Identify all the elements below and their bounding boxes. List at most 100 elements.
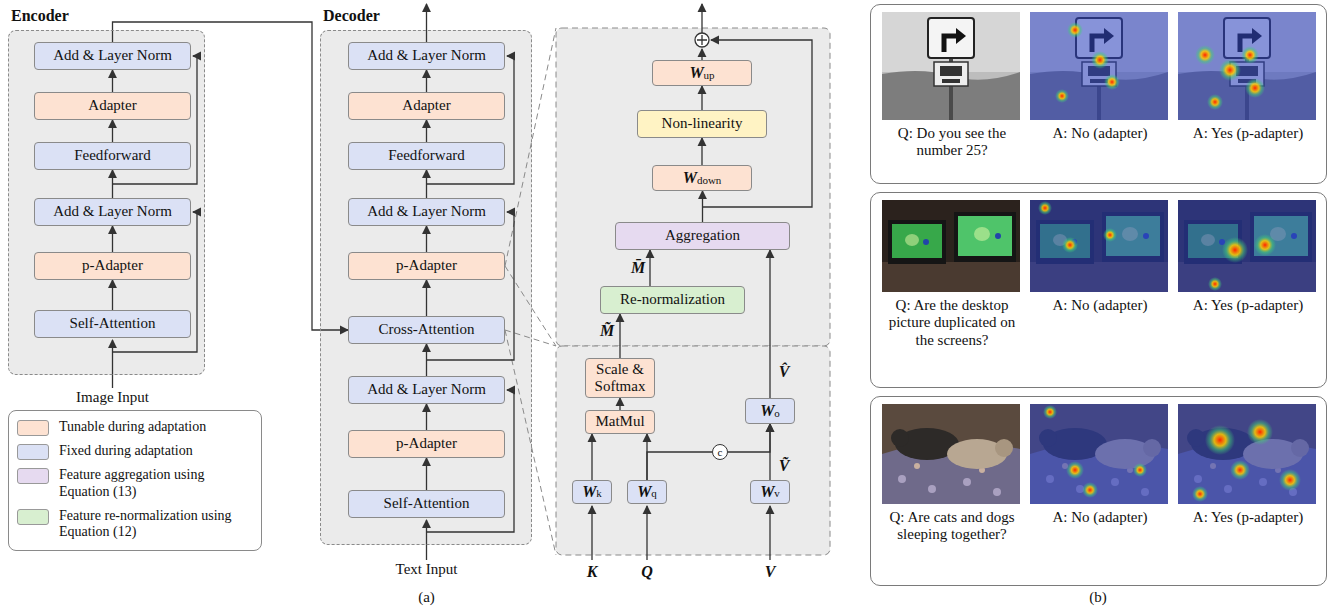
- caption-row: Q: Do you see the number 25?A: No (adapt…: [882, 125, 1318, 160]
- layer-box: Adapter: [34, 92, 191, 120]
- connector: [112, 170, 113, 198]
- connector: [426, 344, 427, 376]
- layer-label: Re-normalization: [620, 291, 725, 308]
- label-anchor: M̃: [600, 322, 614, 340]
- attention-blob: [1103, 228, 1117, 242]
- figure-label: Text Input: [396, 561, 458, 578]
- layer-box: Self-Attention: [348, 490, 505, 518]
- layer-box: Add & Layer Norm: [34, 42, 191, 70]
- layer-box: Aggregation: [615, 222, 790, 250]
- attention-overlay: [1178, 12, 1316, 120]
- layer-label: Self-Attention: [384, 495, 470, 512]
- weight-subscript: down: [697, 174, 721, 187]
- attention-blob: [1222, 237, 1248, 263]
- layer-label: Adapter: [402, 97, 450, 114]
- layer-label: Scale & Softmax: [586, 361, 654, 396]
- weight-symbol: W: [683, 169, 697, 187]
- legend-swatch: [17, 509, 49, 525]
- attention-blob: [1195, 45, 1215, 65]
- layer-box: p-Adapter: [348, 430, 505, 458]
- figure-label: (b): [1089, 589, 1107, 606]
- layer-box: Feedforward: [34, 142, 191, 170]
- layer-label: Add & Layer Norm: [53, 47, 172, 64]
- residual-wire: [426, 520, 427, 560]
- weight-subscript: v: [774, 487, 780, 500]
- layer-box: Add & Layer Norm: [348, 376, 505, 404]
- layer-box: Non-linearity: [637, 110, 767, 138]
- connector: [426, 226, 427, 252]
- attention-blob: [1133, 463, 1147, 477]
- zoom-leader: [505, 28, 556, 266]
- layer-label: Non-linearity: [662, 115, 743, 132]
- connector: [647, 452, 712, 480]
- weight-symbol: W: [689, 64, 703, 82]
- attention-blob: [1208, 277, 1222, 291]
- answer-caption: A: No (adapter): [1030, 125, 1170, 160]
- layer-label: p-Adapter: [82, 257, 143, 274]
- answer-caption: A: Yes (p-adapter): [1178, 509, 1318, 544]
- legend-text: Feature re-normalization using Equation …: [59, 508, 253, 542]
- edge-label: M̃: [600, 322, 614, 340]
- layer-label: Adapter: [88, 97, 136, 114]
- edge-label: Ṽ: [779, 457, 790, 475]
- sum-symbol: [695, 33, 709, 47]
- example-photo: [882, 12, 1020, 120]
- question-caption: Q: Are the desktop picture duplicated on…: [882, 297, 1022, 349]
- concat-circle: c: [712, 444, 728, 460]
- weight-subscript: o: [774, 407, 780, 420]
- region-fill: [8, 30, 205, 375]
- example-photo: [882, 200, 1020, 292]
- example-photo: [1178, 200, 1316, 292]
- zoom-leader: [505, 330, 556, 346]
- attention-blob: [1104, 74, 1120, 90]
- attention-blob: [1062, 237, 1078, 253]
- attention-blob: [1043, 405, 1057, 419]
- attention-blob: [1254, 234, 1276, 256]
- layer-label: MatMul: [595, 413, 644, 430]
- connector: [426, 404, 427, 430]
- connector: [426, 170, 427, 198]
- layer-label: Feedforward: [74, 147, 151, 164]
- connector: [426, 70, 427, 92]
- question-caption: Q: Are cats and dogs sleeping together?: [882, 509, 1022, 544]
- layer-label: Cross-Attention: [379, 321, 475, 338]
- weight-subscript: k: [596, 487, 602, 500]
- sum-symbol: [695, 33, 709, 47]
- connector: [112, 70, 113, 92]
- weight-box: Wo: [745, 398, 795, 424]
- label-anchor: V: [765, 563, 776, 581]
- caption-row: Q: Are the desktop picture duplicated on…: [882, 297, 1318, 349]
- example-photo: [882, 12, 1316, 504]
- label-anchor: Ṽ: [779, 457, 790, 475]
- input-symbol: V: [765, 563, 776, 581]
- legend-text: Feature aggregation using Equation (13): [59, 467, 253, 501]
- connector: [769, 250, 770, 398]
- weight-subscript: q: [651, 487, 657, 500]
- attention-blob: [1192, 486, 1208, 502]
- attention-overlay: [1030, 12, 1316, 504]
- layer-box: Add & Layer Norm: [34, 198, 191, 226]
- attention-blob: [1082, 482, 1098, 498]
- attention-blob: [1091, 51, 1109, 69]
- attention-overlay: [1178, 404, 1316, 504]
- question-caption: Q: Do you see the number 25?: [882, 125, 1022, 160]
- residual-wire: [701, 49, 702, 60]
- zoom-region: [556, 28, 830, 346]
- layer-box: Self-Attention: [34, 310, 191, 338]
- weight-subscript: up: [704, 69, 715, 82]
- connector: [426, 458, 427, 490]
- caption-row: Q: Are cats and dogs sleeping together? A…: [882, 509, 1318, 544]
- figure-label: (a): [418, 589, 435, 606]
- legend-row: Tunable during adaptation: [17, 419, 253, 436]
- attention-blob: [1279, 469, 1301, 491]
- layer-box: MatMul: [585, 410, 655, 434]
- attention-blob: [1219, 59, 1241, 81]
- weight-box: Wv: [750, 480, 790, 504]
- figure-label: Image Input: [76, 389, 149, 406]
- module-region: DecoderAdd & Layer NormAdapterFeedforwar…: [320, 30, 532, 545]
- layer-box: p-Adapter: [34, 252, 191, 280]
- example-photo: [1178, 404, 1316, 504]
- layer-label: Feedforward: [388, 147, 465, 164]
- attention-blob: [1067, 22, 1083, 38]
